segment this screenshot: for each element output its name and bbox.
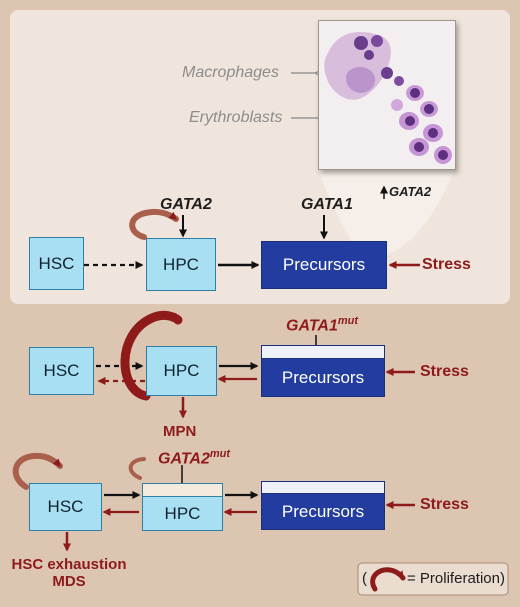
label-erythroblasts: Erythroblasts [189,109,283,126]
p1-stress-label: Stress [422,256,471,273]
p3-outcome-line2: MDS [52,573,86,590]
spotlight-beam [318,168,455,255]
p1-precursors-box: Precursors [261,241,387,289]
p3-hpc-proliferation-icon [128,457,146,480]
p3-outcome-label: HSC exhaustion MDS [6,556,132,590]
p2-hpc-box: HPC [146,346,217,396]
p3-gene-sup: mut [209,448,231,460]
p2-mpn-label: MPN [163,423,197,440]
microscopy-image [318,20,456,170]
p3-precursors-strip [262,482,384,494]
p2-gene-sup: mut [337,315,359,327]
p3-gata2mut-label: GATA2mut [158,448,230,468]
legend-text: = Proliferation) [407,570,505,587]
microscopy-cells [319,21,455,169]
gata2-upregulated-text: GATA2 [389,184,432,199]
p3-hpc-label: HPC [164,503,201,523]
p2-gata1mut-label: GATA1mut [286,315,358,335]
p1-proliferation-icon [129,208,179,240]
legend-open-paren: ( [362,570,367,587]
p2-gene-name: GATA1 [286,317,338,335]
p3-gene-name: GATA2 [158,450,210,468]
p1-hsc-box: HSC [29,237,84,290]
p1-gata2-label: GATA2 [160,196,212,213]
p2-stress-label: Stress [420,363,469,380]
p2-precursors-label: Precursors [281,367,365,387]
p3-outcome-line1: HSC exhaustion [11,556,127,573]
p3-hpc-box: HPC [142,483,223,531]
legend-proliferation-icon [370,567,406,592]
p2-precursors-mutant-strip [262,346,384,359]
p3-stress-label: Stress [420,496,469,513]
p3-proliferation-icon [12,452,63,490]
label-macrophages: Macrophages [182,64,279,81]
p1-hpc-box: HPC [146,238,216,291]
p3-precursors-box: Precursors [261,481,385,530]
p2-proliferation-icon [120,310,183,401]
p3-precursors-label: Precursors [281,501,365,521]
p2-precursors-box: Precursors [261,345,385,397]
label-gata2-upregulated: GATA2 [389,184,431,199]
p2-hsc-box: HSC [29,347,94,395]
p1-gata1-label: GATA1 [301,196,353,213]
p3-hsc-box: HSC [29,483,102,531]
p3-hpc-mutant-strip [143,484,222,497]
